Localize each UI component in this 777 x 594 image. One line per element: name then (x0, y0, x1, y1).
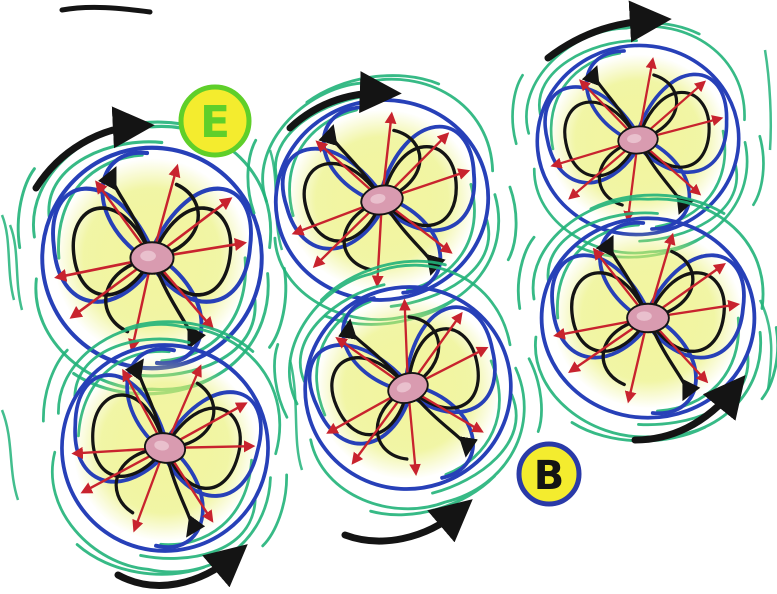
curved-arrow-icon (631, 374, 746, 444)
e-field-label: E (178, 84, 252, 158)
curved-arrow-icon (32, 106, 155, 192)
curved-arrow-icon (544, 0, 672, 62)
curved-arrow-icon (286, 71, 402, 132)
cluster-bottom-right (518, 195, 777, 441)
curved-arrow-icon (114, 544, 248, 589)
cluster-bottom-left (23, 305, 307, 591)
stray-stroke (59, 4, 153, 15)
curved-arrow-icon (341, 499, 473, 545)
b-label-text: B (534, 453, 565, 499)
e-label-text: E (200, 97, 230, 148)
b-field-label: B (516, 441, 582, 507)
cluster-top-middle (233, 56, 531, 343)
